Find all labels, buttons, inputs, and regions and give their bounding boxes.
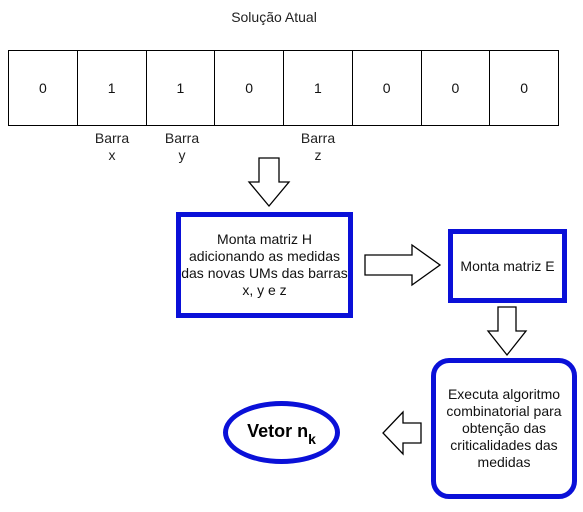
build-h-matrix-text: Monta matriz H adicionando as medidas da…	[181, 231, 348, 298]
vector-cell: 0	[9, 51, 78, 125]
result-ellipse: Vetor nk	[223, 401, 340, 464]
algorithm-box: Executa algoritmo combinatorial para obt…	[431, 358, 577, 499]
arrow-down-icon	[247, 157, 291, 208]
vector-cell: 1	[147, 51, 216, 125]
vector-cell: 0	[215, 51, 284, 125]
result-label: Vetor nk	[247, 420, 316, 448]
result-subscript: k	[308, 431, 316, 448]
solution-title: Solução Atual	[231, 9, 317, 25]
build-e-matrix-box: Monta matriz E	[448, 229, 567, 303]
vector-cell: 0	[490, 51, 559, 125]
bar-label-z: Barra z	[300, 130, 336, 163]
solution-vector: 0 1 1 0 1 0 0 0	[8, 50, 559, 126]
vector-cell: 0	[422, 51, 491, 125]
bar-label-y: Barra y	[164, 130, 200, 163]
bar-label-x: Barra x	[94, 130, 130, 163]
vector-cell: 1	[284, 51, 353, 125]
vector-cell: 1	[78, 51, 147, 125]
arrow-down-icon	[486, 306, 528, 357]
build-e-matrix-text: Monta matriz E	[460, 257, 555, 274]
algorithm-text: Executa algoritmo combinatorial para obt…	[446, 386, 562, 470]
arrow-right-icon	[364, 243, 442, 287]
build-h-matrix-box: Monta matriz H adicionando as medidas da…	[176, 212, 353, 318]
vector-cell: 0	[353, 51, 422, 125]
result-text: Vetor n	[247, 420, 309, 441]
arrow-left-icon	[382, 410, 422, 456]
